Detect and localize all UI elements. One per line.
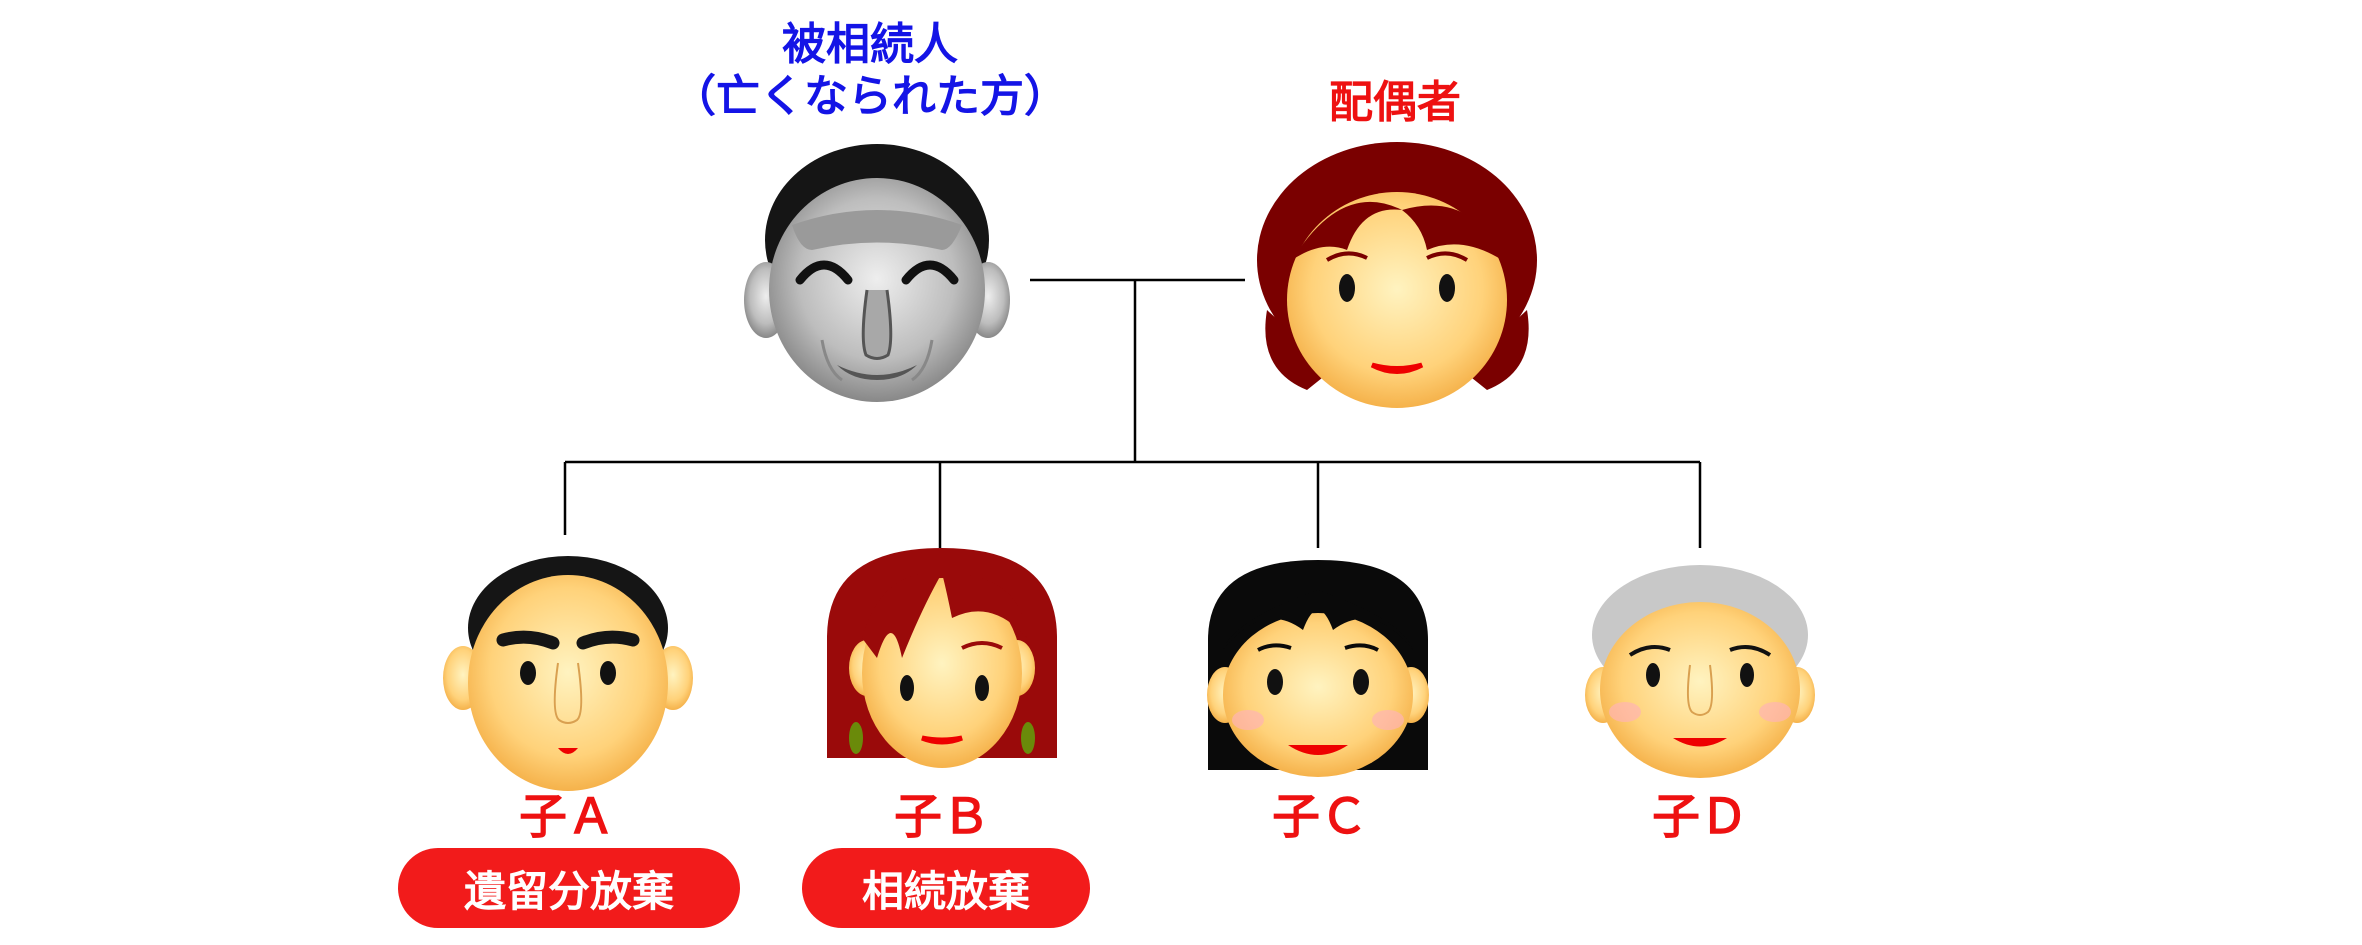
child-a-label: 子Ａ bbox=[518, 789, 616, 845]
child-b-status-badge: 相続放棄 bbox=[802, 848, 1090, 928]
child-c-face-icon bbox=[1207, 560, 1429, 777]
child-c-label: 子Ｃ bbox=[1271, 789, 1369, 845]
spouse-label: 配偶者 bbox=[1329, 77, 1461, 128]
child-b-label: 子Ｂ bbox=[893, 789, 991, 845]
child-d-face-icon bbox=[1585, 565, 1815, 778]
spouse-face-icon bbox=[1257, 142, 1537, 408]
child-d-label: 子Ｄ bbox=[1651, 789, 1749, 845]
decedent-title: 被相続人 bbox=[782, 19, 958, 70]
child-a-status-badge: 遺留分放棄 bbox=[398, 848, 740, 928]
decedent-face-icon bbox=[744, 144, 1010, 402]
child-b-face-icon bbox=[827, 548, 1057, 768]
child-a-face-icon bbox=[443, 556, 693, 791]
decedent-subtitle: （亡くなられた方） bbox=[672, 71, 1068, 122]
